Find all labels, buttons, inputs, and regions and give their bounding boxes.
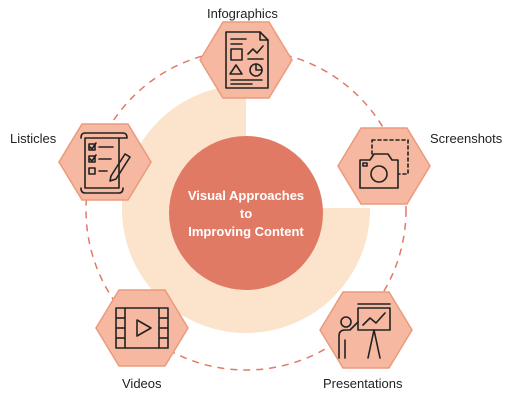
center-title: Visual Approaches to Improving Content bbox=[171, 172, 321, 256]
center-circle bbox=[169, 136, 323, 290]
label-infographics: Infographics bbox=[207, 6, 278, 21]
video-film-icon bbox=[115, 307, 169, 349]
hexagon-videos bbox=[95, 289, 189, 367]
hexagon-infographics bbox=[199, 21, 293, 99]
center-title-line-1: Visual Approaches bbox=[187, 188, 305, 203]
dashed-orbit-ring bbox=[85, 49, 407, 371]
hexagon-presentations bbox=[319, 291, 413, 369]
checklist-scroll-icon bbox=[80, 132, 131, 194]
label-presentations: Presentations bbox=[323, 376, 403, 391]
infographic-document-icon bbox=[225, 31, 269, 89]
presenter-whiteboard-icon bbox=[338, 303, 391, 359]
label-videos: Videos bbox=[122, 376, 162, 391]
label-listicles: Listicles bbox=[10, 131, 57, 146]
hexagon-screenshots bbox=[337, 127, 431, 205]
hexagon-listicles bbox=[58, 123, 152, 201]
center-title-line-3: Improving Content bbox=[188, 224, 304, 239]
center-title-line-2: to bbox=[239, 206, 253, 221]
donut-ring bbox=[122, 85, 371, 333]
screenshot-camera-icon bbox=[359, 139, 409, 189]
label-screenshots: Screenshots bbox=[430, 131, 503, 146]
